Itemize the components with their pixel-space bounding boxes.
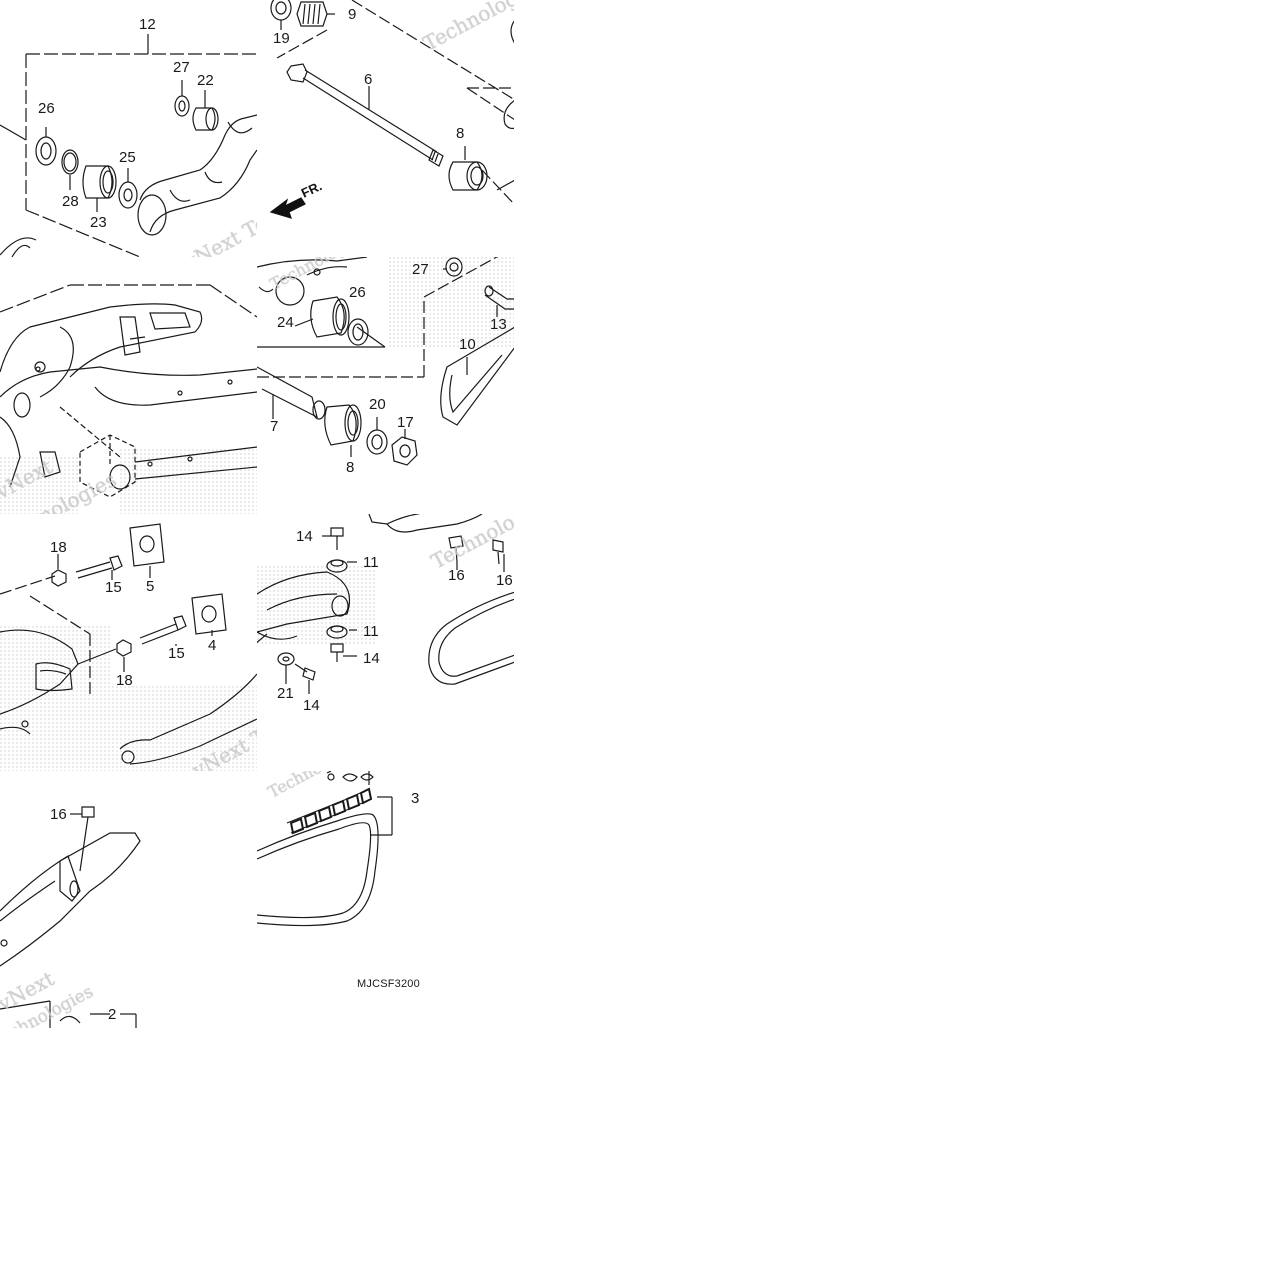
tile-chain-adjusters: 18 15 5 4 15 18 vNext Tec bbox=[0, 514, 257, 771]
callout-11: 11 bbox=[363, 623, 379, 640]
callout-14: 14 bbox=[296, 528, 313, 545]
tile-chain-slider: 14 11 16 16 11 14 21 14 Technologies bbox=[257, 514, 514, 771]
callout-11: 11 bbox=[363, 554, 379, 571]
pivot-bolt-drawing bbox=[269, 0, 514, 219]
callout-15: 15 bbox=[105, 579, 122, 596]
diagram-code: MJCSF3200 bbox=[357, 978, 420, 990]
callout-16: 16 bbox=[496, 572, 513, 589]
callout-2: 2 bbox=[108, 1006, 117, 1023]
drive-chain-drawing bbox=[257, 771, 393, 927]
callout-17: 17 bbox=[397, 414, 414, 431]
tile-swingarm: vNext Technologies bbox=[0, 257, 257, 514]
callout-18: 18 bbox=[116, 672, 133, 689]
chain-adjusters-drawing bbox=[0, 523, 257, 771]
callout-25: 25 bbox=[119, 149, 136, 166]
callout-26: 26 bbox=[349, 284, 366, 301]
tile-pivot-bearings: 12 27 22 26 25 28 23 vNext Tec bbox=[0, 0, 257, 257]
callout-6: 6 bbox=[364, 71, 373, 88]
callout-4: 4 bbox=[208, 637, 217, 654]
pivot-bearings-drawing bbox=[0, 34, 257, 257]
callout-15: 15 bbox=[168, 645, 185, 662]
callout-10: 10 bbox=[459, 336, 476, 353]
callout-28: 28 bbox=[62, 193, 79, 210]
tile-drive-chain: 3 Technologies bbox=[257, 771, 514, 1028]
callout-24: 24 bbox=[277, 314, 294, 331]
parts-diagram: 12 27 22 26 25 28 23 vNext Tec bbox=[0, 0, 515, 1030]
callout-14: 14 bbox=[303, 697, 320, 714]
callout-7: 7 bbox=[270, 418, 279, 435]
swingarm-drawing bbox=[0, 284, 257, 514]
callout-5: 5 bbox=[146, 578, 155, 595]
callout-22: 22 bbox=[197, 72, 214, 89]
callout-16: 16 bbox=[448, 567, 465, 584]
tile-chain-guard: 16 2 vNext Technologies bbox=[0, 771, 257, 1028]
callout-26: 26 bbox=[38, 100, 55, 117]
callout-21: 21 bbox=[277, 685, 294, 702]
callout-12: 12 bbox=[139, 16, 156, 33]
chain-slider-drawing bbox=[257, 514, 514, 694]
callout-9: 9 bbox=[348, 6, 357, 23]
tile-pivot-rear: 27 26 24 13 10 20 17 7 8 Technologies bbox=[257, 257, 514, 514]
tile-pivot-bolt: 9 19 6 8 FR. Technologies bbox=[257, 0, 514, 257]
chain-guard-drawing bbox=[0, 806, 141, 1028]
callout-8: 8 bbox=[346, 459, 355, 476]
callout-23: 23 bbox=[90, 214, 107, 231]
callout-27: 27 bbox=[412, 261, 429, 278]
callout-14: 14 bbox=[363, 650, 380, 667]
pivot-rear-drawing bbox=[257, 257, 514, 466]
callout-8: 8 bbox=[456, 125, 465, 142]
callout-16: 16 bbox=[50, 806, 67, 823]
callout-13: 13 bbox=[490, 316, 507, 333]
callout-18: 18 bbox=[50, 539, 67, 556]
callout-20: 20 bbox=[369, 396, 386, 413]
callout-3: 3 bbox=[411, 790, 420, 807]
callout-19: 19 bbox=[273, 30, 290, 47]
callout-27: 27 bbox=[173, 59, 190, 76]
